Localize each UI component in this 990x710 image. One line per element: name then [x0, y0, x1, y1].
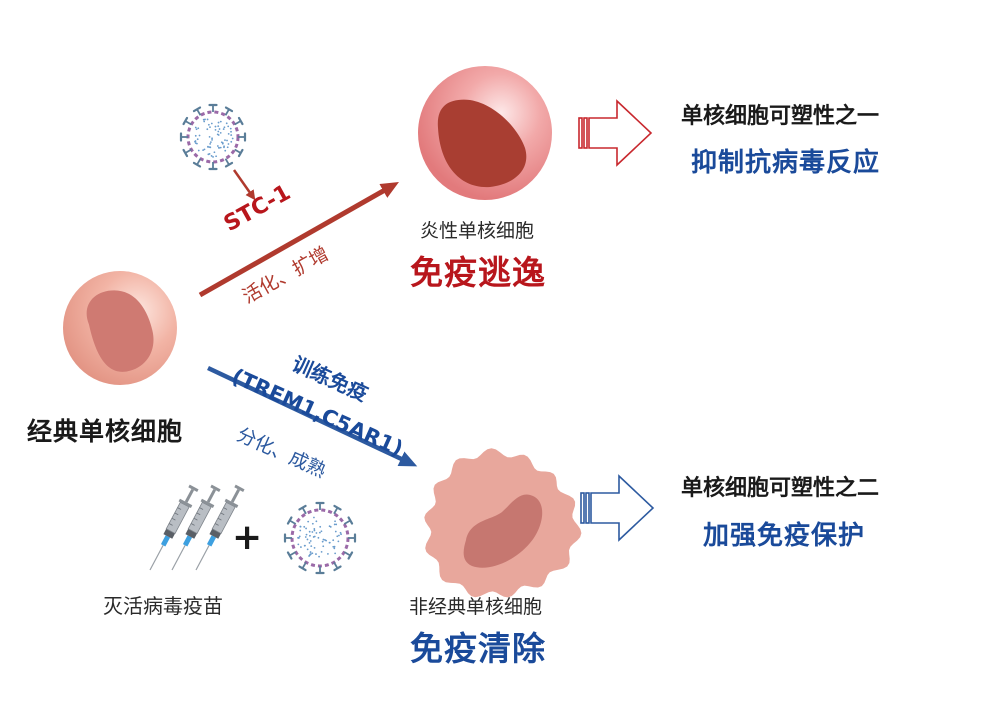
syringe-icons: [149, 484, 245, 571]
classical-monocyte-cell: [63, 271, 177, 385]
nonclassical-monocyte-outcome: 免疫清除: [410, 629, 546, 668]
virus-icon-bottom: [283, 501, 357, 575]
nonclassical-monocyte-cell: [424, 448, 582, 598]
blue-outline-arrow: [580, 474, 655, 542]
virus-icon-top: [179, 103, 247, 171]
plasticity-two-effect: 加强免疫保护: [703, 521, 866, 551]
virus-to-stc1-arrow: [232, 169, 256, 201]
lower-pathway-arrow: [207, 365, 418, 467]
plasticity-one-title: 单核细胞可塑性之一: [681, 104, 880, 129]
plasticity-two-title: 单核细胞可塑性之二: [681, 476, 880, 501]
upper-pathway-arrow: [198, 182, 399, 298]
syringe-icon: [195, 484, 245, 571]
inflammatory-monocyte-outcome: 免疫逃逸: [410, 253, 546, 292]
vaccine-label: 灭活病毒疫苗: [103, 594, 223, 618]
syringe-icon: [149, 484, 199, 571]
inflammatory-monocyte-label: 炎性单核细胞: [420, 220, 535, 242]
plasticity-one-effect: 抑制抗病毒反应: [691, 148, 881, 178]
plus-sign: +: [232, 517, 263, 558]
inflammatory-monocyte-cell: [418, 66, 552, 200]
syringe-icon: [171, 484, 221, 571]
classical-monocyte-label: 经典单核细胞: [27, 417, 184, 446]
red-outline-arrow: [578, 99, 653, 167]
nonclassical-monocyte-label: 非经典单核细胞: [409, 596, 543, 618]
